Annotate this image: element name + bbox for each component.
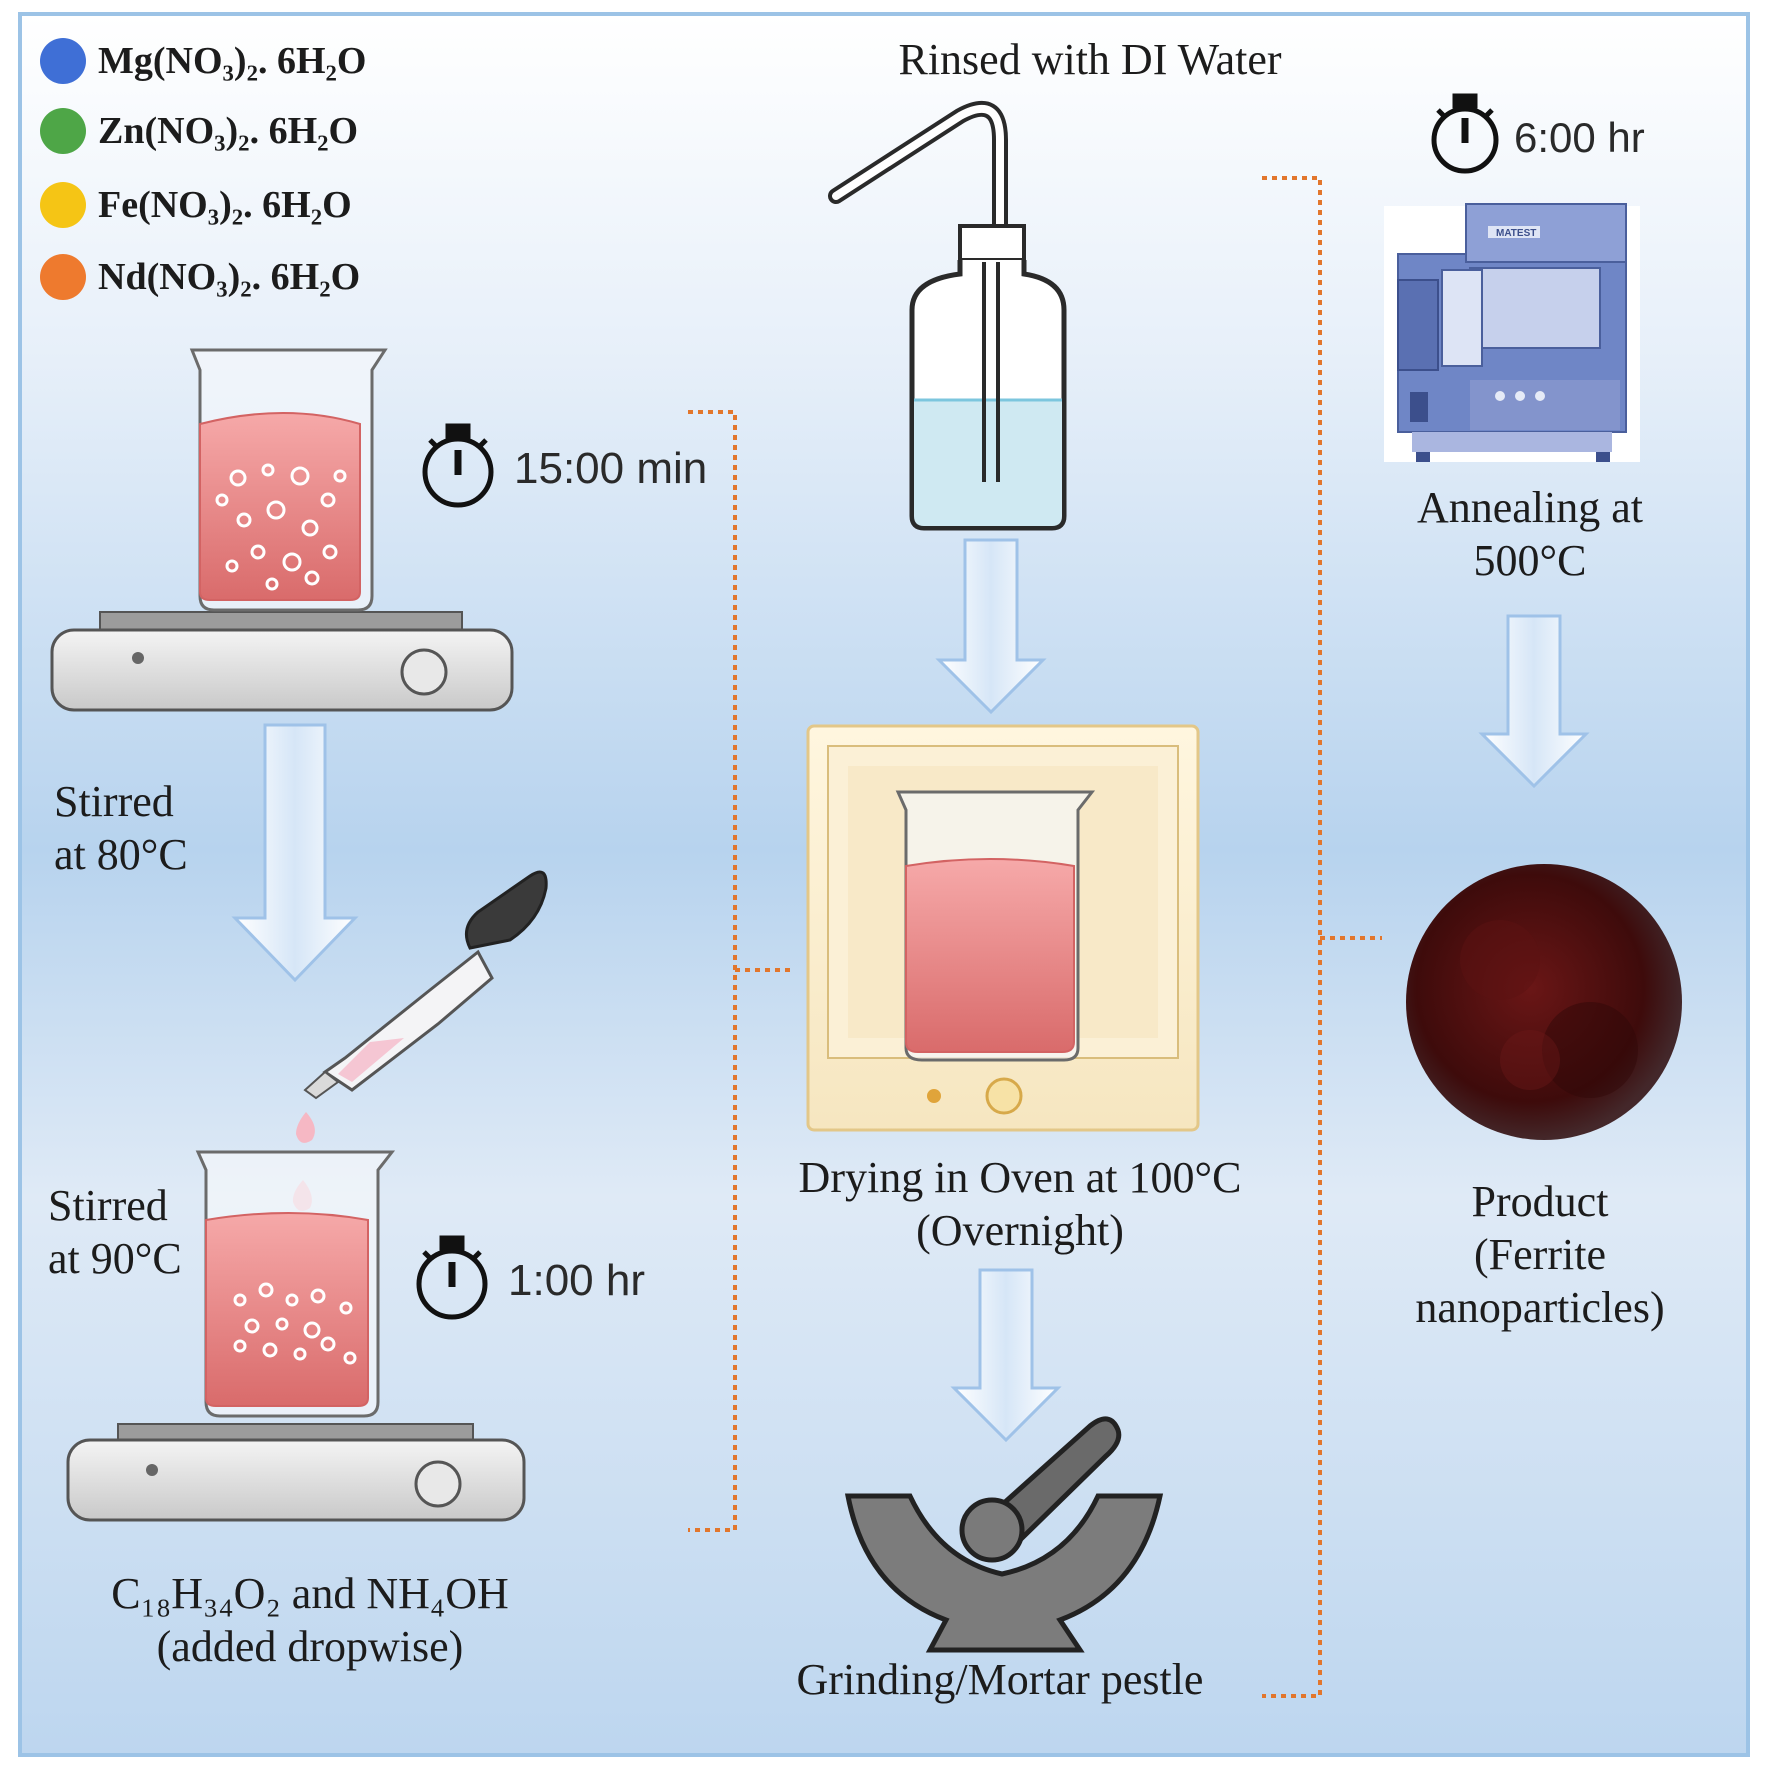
- wash-bottle: [828, 100, 1067, 531]
- dry-line2: (Overnight): [916, 1205, 1124, 1255]
- bracket-right: [1262, 176, 1382, 1698]
- stopwatch-icon: [416, 1235, 488, 1320]
- mortar-pestle: [844, 1416, 1164, 1653]
- hot-plate-2: [66, 1423, 526, 1522]
- timer-anneal: 6:00 hr: [1514, 114, 1645, 161]
- product-label: Product (Ferrite nanoparticles): [1370, 1176, 1710, 1334]
- green-dot-icon: [40, 108, 86, 154]
- legend-label: Nd(NO₃)₂. 6H₂O: [98, 256, 361, 298]
- stir80-label: Stirred at 80°C: [54, 776, 188, 882]
- stir80-line1: Stirred: [54, 777, 174, 826]
- beaker-1: [189, 348, 388, 612]
- arrow-rinse-to-oven: [935, 538, 1047, 715]
- legend-label: Mg(NO₃)₂. 6H₂O: [98, 40, 367, 82]
- legend-label: Fe(NO₃)₂. 6H₂O: [98, 184, 352, 226]
- dropwise-line1: C₁₈H₃₄O₂ and NH₄OH: [111, 1569, 509, 1618]
- yellow-dot-icon: [40, 182, 86, 228]
- grind-label: Grinding/Mortar pestle: [796, 1655, 1204, 1704]
- arrow-oven-to-grind: [950, 1268, 1062, 1443]
- furnace-brand: MATEST: [1496, 228, 1537, 239]
- legend-item-mg: Mg(NO₃)₂. 6H₂O: [40, 36, 366, 86]
- legend-item-fe: Fe(NO₃)₂. 6H₂O: [40, 180, 352, 230]
- hot-plate-1: [50, 611, 514, 712]
- stir90-line2: at 90°C: [48, 1233, 182, 1283]
- product-line2: (Ferrite: [1474, 1229, 1606, 1279]
- orange-dot-icon: [40, 254, 86, 300]
- legend-item-nd: Nd(NO₃)₂. 6H₂O: [40, 252, 360, 302]
- stopwatch-icon: [422, 423, 494, 508]
- legend-item-zn: Zn(NO₃)₂. 6H₂O: [40, 106, 358, 156]
- stir90-line1: Stirred: [48, 1181, 168, 1230]
- stopwatch-icon: [1431, 93, 1499, 174]
- dropwise-line2: (added dropwise): [156, 1621, 464, 1671]
- anneal-line1: Annealing at: [1416, 483, 1644, 532]
- rinse-label: Rinsed with DI Water: [898, 35, 1282, 84]
- product-line3: nanoparticles): [1415, 1282, 1665, 1332]
- anneal-line2: 500°C: [1473, 535, 1587, 585]
- ferrite-product: [1406, 864, 1682, 1140]
- stir90-label: Stirred at 90°C: [48, 1180, 182, 1286]
- muffle-furnace: [1384, 203, 1640, 462]
- timer-stir2: 1:00 hr: [508, 1256, 645, 1305]
- dropper: [292, 870, 548, 1211]
- dry-label: Drying in Oven at 100°C (Overnight): [740, 1152, 1300, 1258]
- beaker-2: [195, 1150, 396, 1418]
- blue-dot-icon: [40, 38, 86, 84]
- dropwise-label: C₁₈H₃₄O₂ and NH₄OH (added dropwise): [30, 1568, 590, 1674]
- drying-oven: [806, 724, 1200, 1132]
- timer-stir1: 15:00 min: [514, 444, 708, 493]
- legend-label: Zn(NO₃)₂. 6H₂O: [98, 110, 359, 152]
- bracket-left: [688, 410, 790, 1532]
- dry-line1: Drying in Oven at 100°C: [798, 1153, 1242, 1202]
- arrow-anneal-to-product: [1478, 614, 1590, 789]
- arrow-stir-to-drop: [231, 723, 359, 983]
- stir80-line2: at 80°C: [54, 829, 188, 879]
- product-line1: Product: [1471, 1177, 1609, 1226]
- anneal-label: Annealing at 500°C: [1360, 482, 1700, 588]
